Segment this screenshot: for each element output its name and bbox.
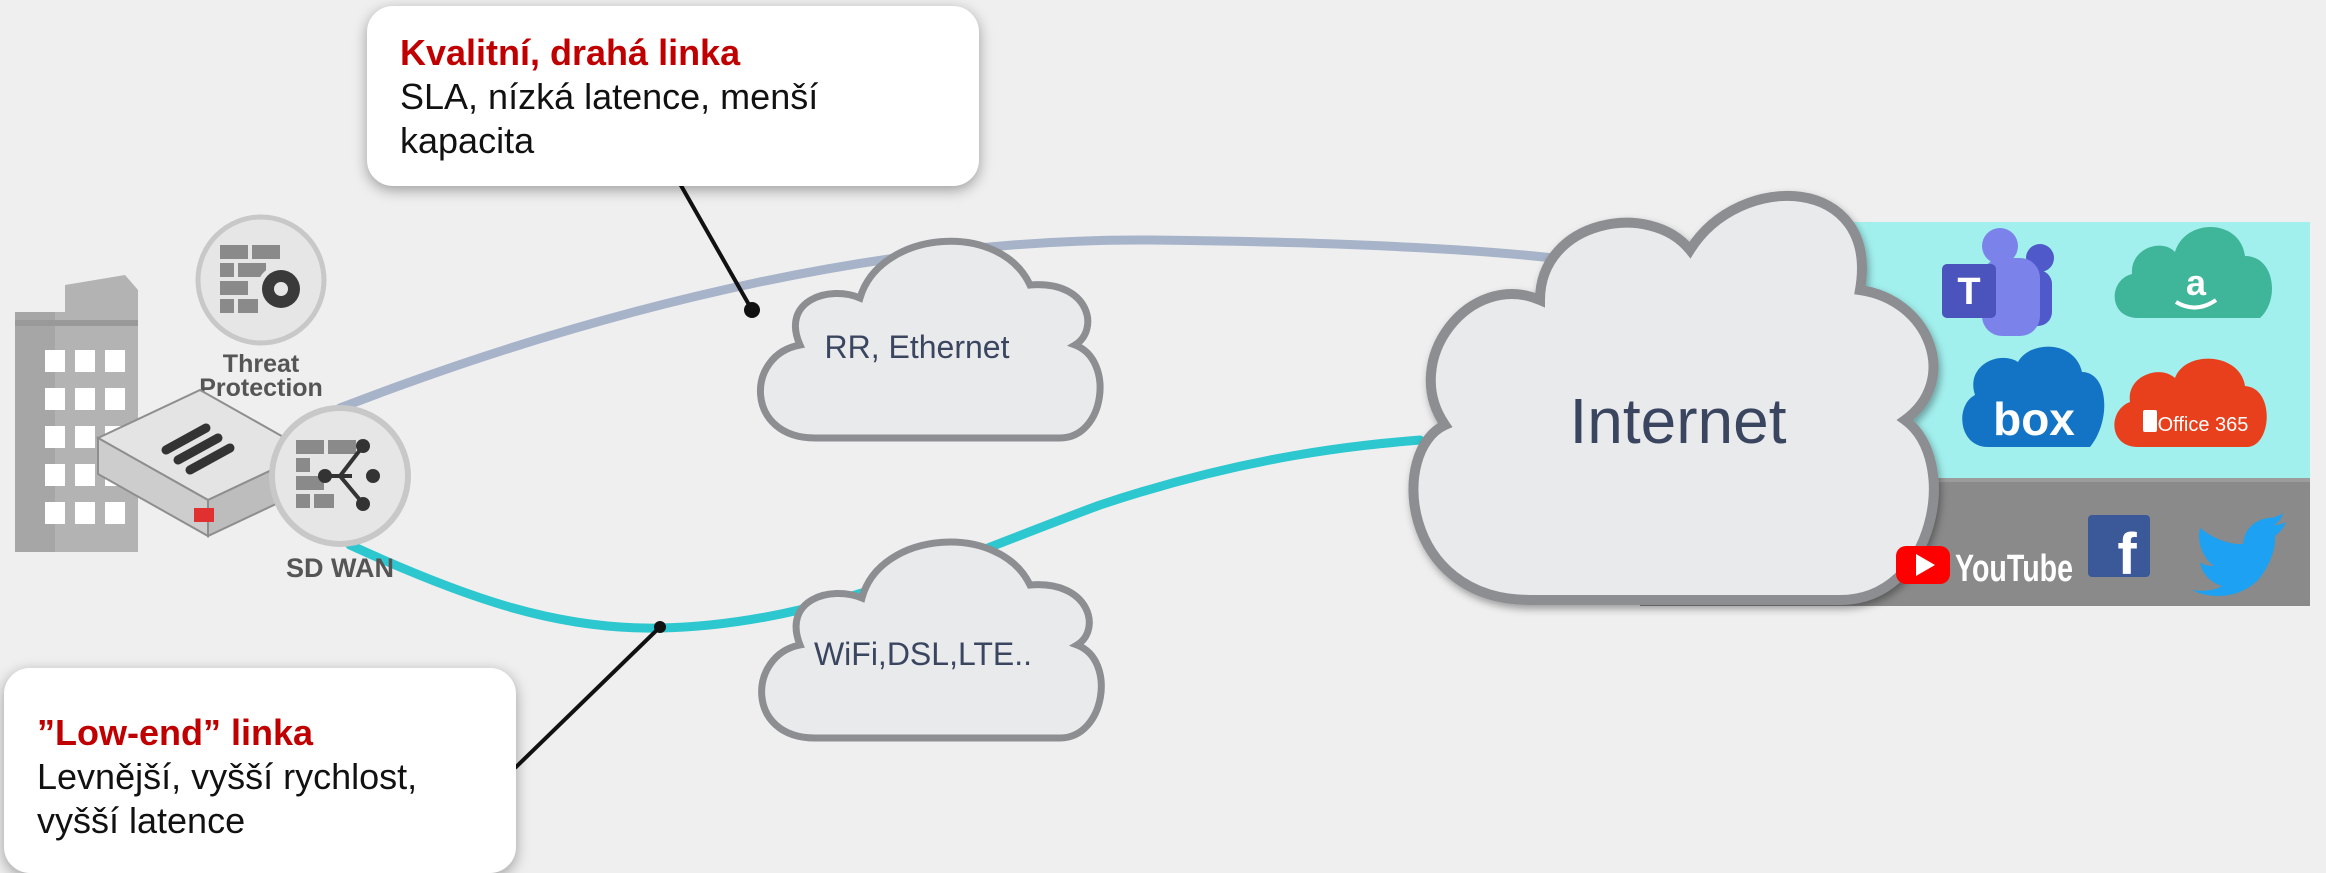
premium-callout-connector	[673, 174, 754, 311]
ethernet-cloud-label: RR, Ethernet	[825, 329, 1010, 365]
premium-connector-dot	[744, 302, 760, 318]
threat-protection-label-1: Threat	[223, 350, 300, 378]
ethernet-cloud: RR, Ethernet	[756, 237, 1104, 442]
firewall-appliance	[95, 388, 313, 538]
teams-icon: T	[1942, 228, 2054, 336]
lowend-connector-dot	[654, 621, 666, 633]
svg-text:T: T	[1957, 271, 1980, 313]
facebook-icon: f	[2088, 515, 2150, 587]
box-label: box	[1993, 393, 2075, 445]
wifi-cloud: WiFi,DSL,LTE..	[758, 538, 1105, 742]
office365-label: Office 365	[2158, 414, 2249, 436]
lowend-link-text: Levnější, vyšší rychlost, vyšší latence	[37, 756, 418, 841]
lowend-link-title: ”Low-end” linka	[37, 712, 314, 753]
lowend-callout-connector	[513, 625, 662, 770]
building-icon	[15, 275, 138, 552]
premium-link-callout: Kvalitní, drahá linka SLA, nízká latence…	[367, 6, 979, 186]
youtube-label: YouTube	[1955, 548, 2073, 590]
internet-cloud: Internet	[1408, 191, 1939, 605]
threat-protection-label-2: Protection	[199, 374, 323, 402]
threat-protection-badge: Threat Protection	[195, 214, 327, 402]
internet-cloud-label: Internet	[1569, 385, 1786, 457]
box-icon: box	[1962, 346, 2105, 447]
amazon-cloud-icon: a	[2114, 226, 2272, 318]
premium-link-title: Kvalitní, drahá linka	[400, 32, 741, 73]
wifi-cloud-label: WiFi,DSL,LTE..	[814, 636, 1032, 672]
premium-link-line	[335, 235, 1590, 413]
office365-icon: Office 365	[2114, 358, 2267, 447]
premium-link-text: SLA, nízká latence, menší kapacita	[400, 76, 819, 161]
svg-text:a: a	[2186, 262, 2207, 303]
youtube-icon: YouTube	[1896, 546, 2073, 590]
twitter-icon	[2192, 513, 2286, 596]
sdwan-label: SD WAN	[286, 553, 394, 583]
sdwan-badge: SD WAN	[269, 405, 411, 583]
lowend-link-callout: ”Low-end” linka Levnější, vyšší rychlost…	[4, 668, 516, 873]
svg-text:f: f	[2117, 522, 2137, 587]
